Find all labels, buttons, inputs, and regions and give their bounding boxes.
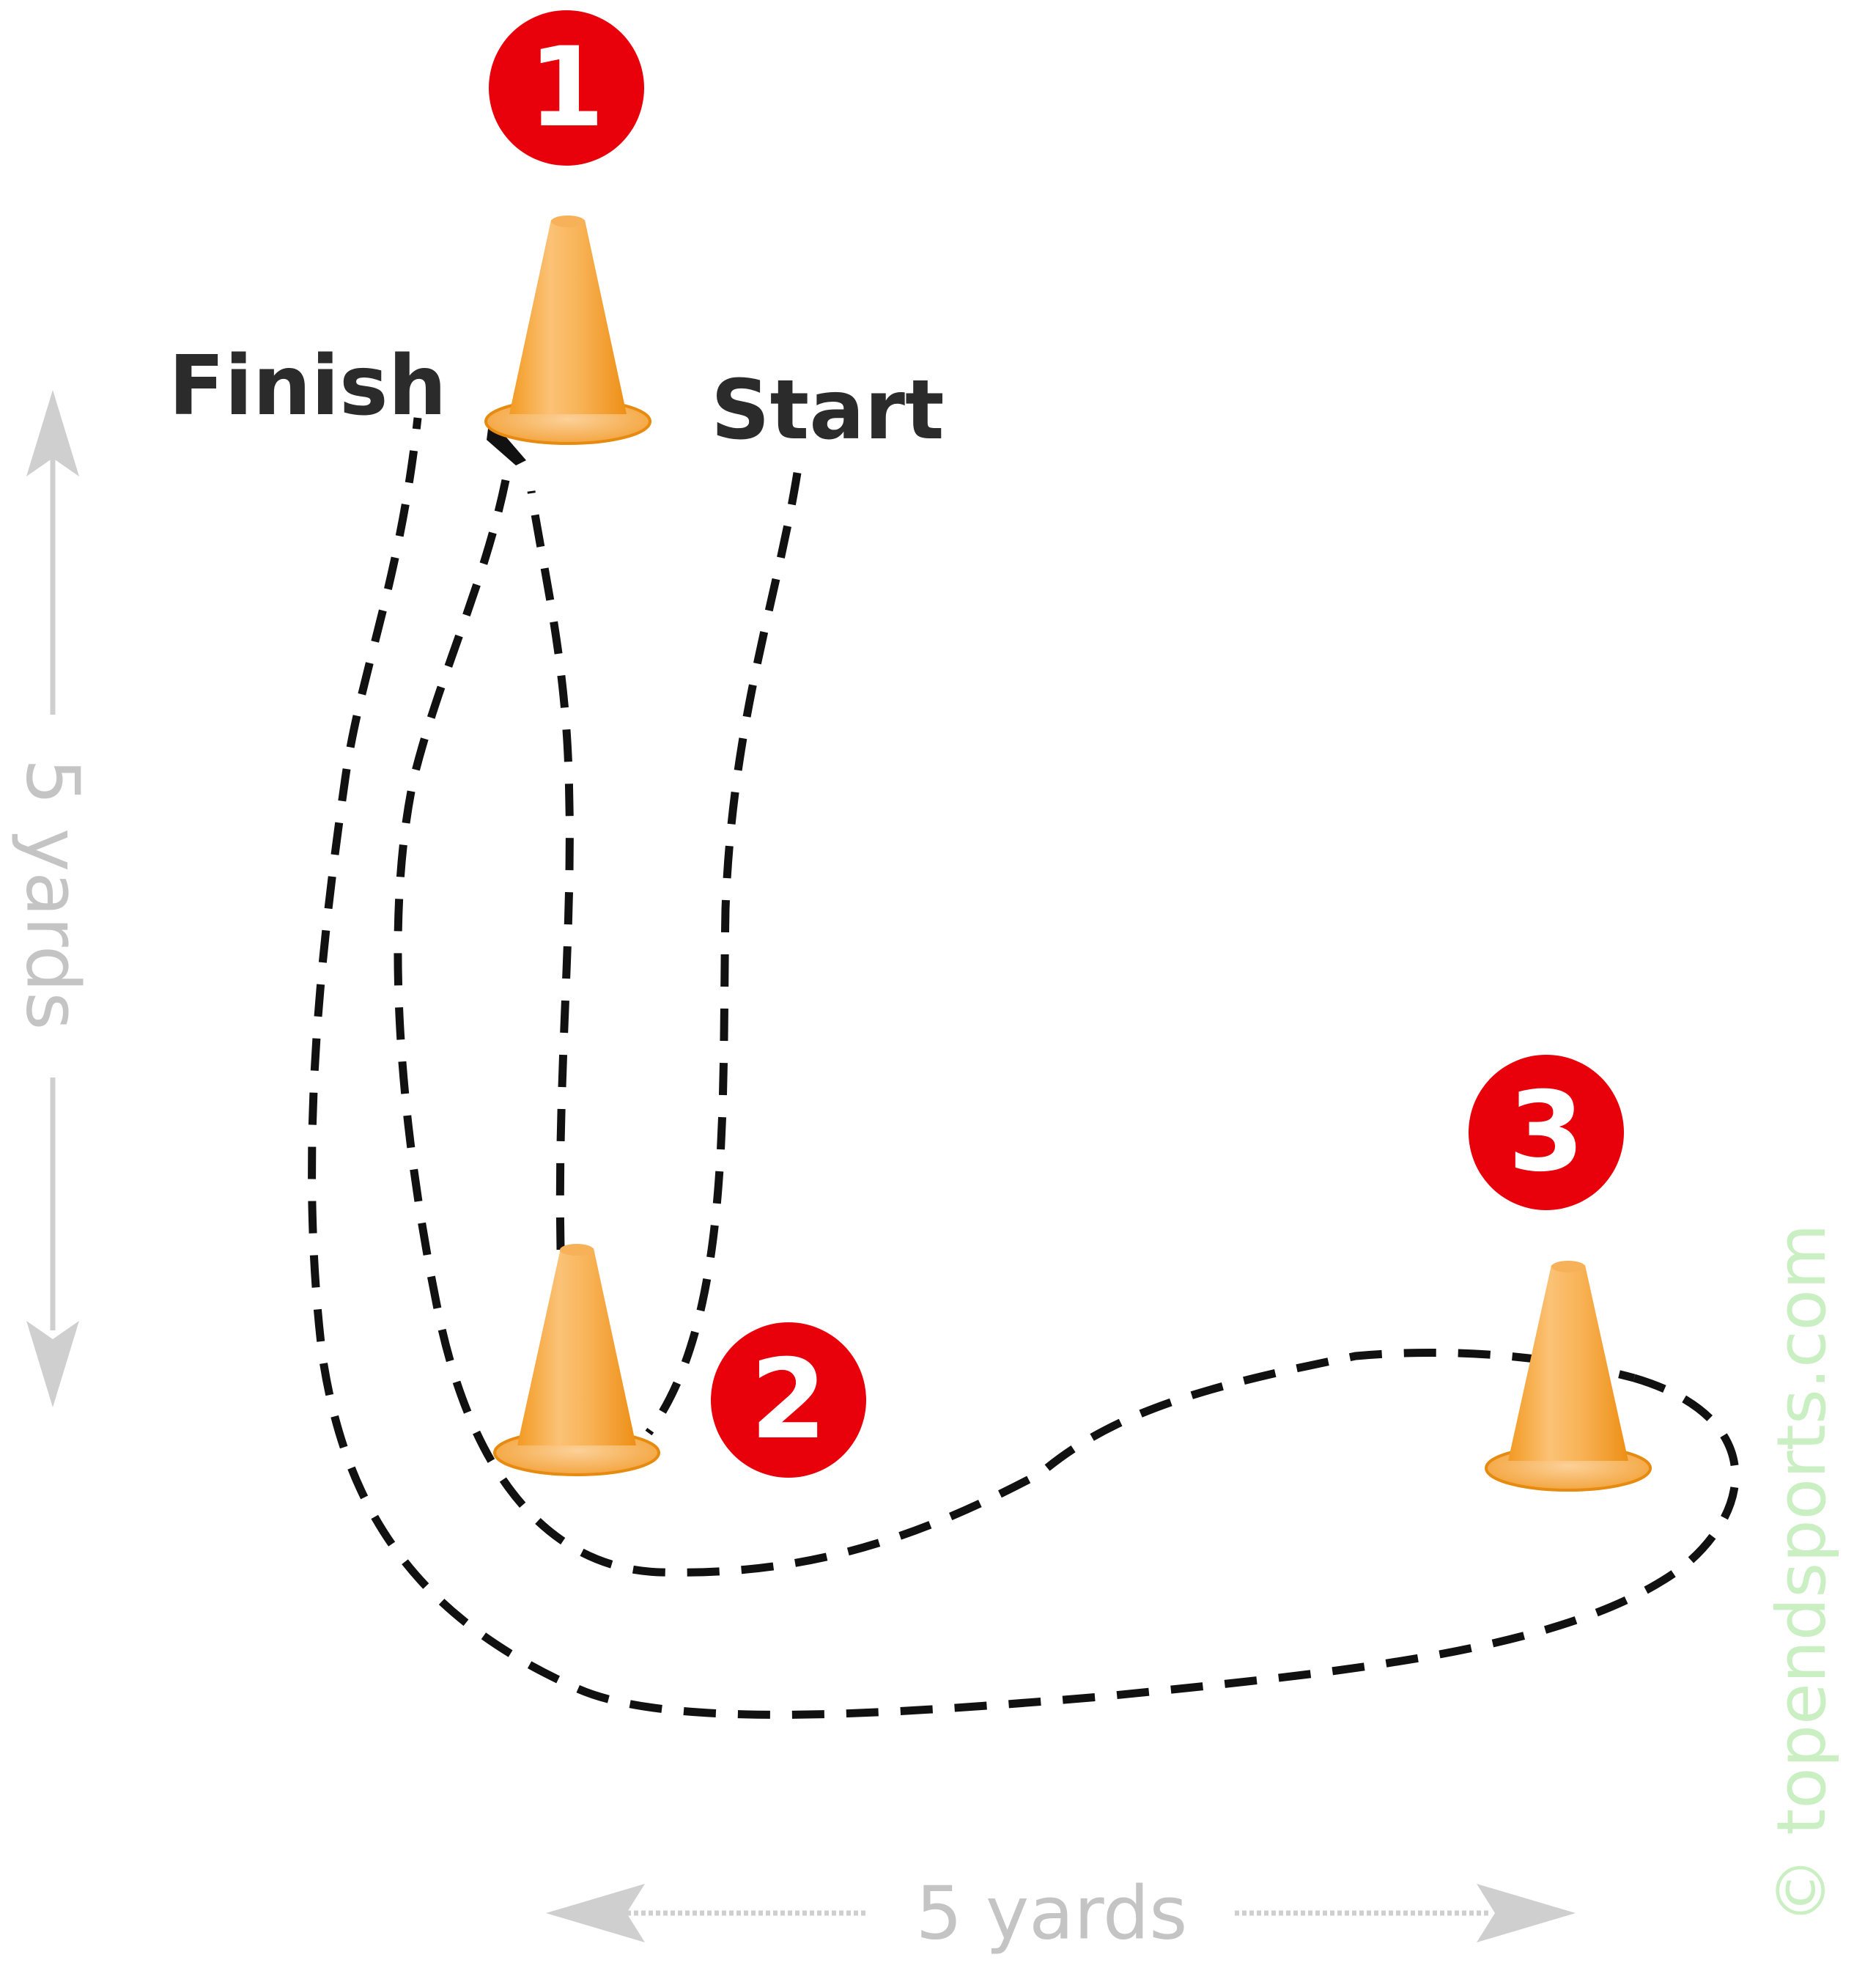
vertical-dimension: 5 yards (10, 390, 96, 1407)
horizontal-arrow-right-icon (1477, 1884, 1576, 1942)
vertical-arrow-down-icon (26, 1321, 79, 1407)
path-cone-3-to-finish (308, 417, 1740, 1719)
vertical-distance-label: 5 yards (10, 759, 96, 1031)
horizontal-arrow-left-icon (546, 1884, 645, 1942)
start-label: Start (711, 363, 945, 458)
marker-2: 2 (704, 1315, 874, 1485)
vertical-arrow-up-icon (26, 390, 79, 476)
cone-3 (1485, 1261, 1652, 1492)
horizontal-distance-label: 5 yards (916, 1871, 1188, 1956)
marker-2-number: 2 (750, 1336, 827, 1464)
path-cone-2-to-cone-1 (527, 490, 574, 1250)
watermark: © topendsports.com (1762, 1224, 1841, 1925)
finish-label: Finish (169, 339, 446, 434)
marker-3-number: 3 (1508, 1069, 1584, 1196)
path-cone-1-around-cone-2-to-cone-3 (394, 479, 1636, 1577)
marker-1-number: 1 (528, 24, 605, 152)
cone-1 (484, 215, 651, 445)
marker-1: 1 (481, 3, 651, 173)
horizontal-dimension: 5 yards (546, 1871, 1576, 1956)
cone-2 (493, 1244, 660, 1476)
path-start-to-cone-2 (645, 472, 802, 1436)
marker-3: 3 (1461, 1047, 1631, 1217)
